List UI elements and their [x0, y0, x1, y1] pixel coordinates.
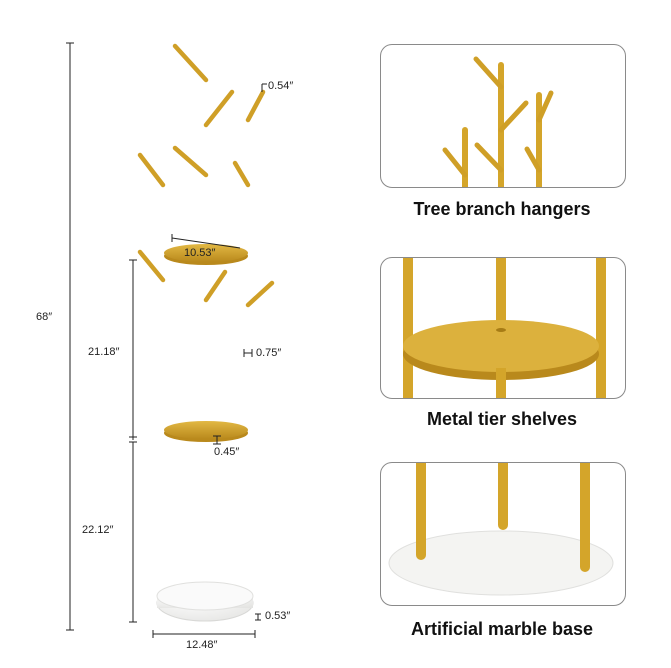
lower-shelf	[164, 421, 248, 442]
branch-hangers	[137, 43, 275, 308]
branch-hangers-closeup	[442, 56, 554, 187]
total-height-label: 68″	[36, 311, 53, 323]
top-shelf-width-label: 10.53″	[184, 247, 216, 259]
dimension-lines	[66, 42, 267, 638]
tier-shelves-closeup	[403, 258, 606, 398]
pole-diameter-label: 0.75″	[256, 347, 282, 359]
tier-shelves-caption: Metal tier shelves	[426, 409, 578, 429]
base-thickness-label: 0.53″	[265, 610, 291, 622]
marble-base-caption: Artificial marble base	[410, 619, 594, 639]
base-width-label: 12.48″	[186, 639, 218, 651]
marble-base-panel	[380, 462, 626, 606]
top-shelf	[164, 244, 248, 265]
lower-section-label: 22.12″	[82, 524, 114, 536]
branch-hangers-panel	[380, 44, 626, 188]
branch-tip-label: 0.54″	[268, 80, 294, 92]
tier-shelves-panel	[380, 257, 626, 399]
branch-hangers-caption: Tree branch hangers	[413, 199, 591, 219]
upper-section-label: 21.18″	[88, 346, 120, 358]
marble-base-closeup	[388, 463, 614, 596]
rack-poles	[160, 47, 251, 603]
shelf-thickness-label: 0.45″	[214, 446, 240, 458]
